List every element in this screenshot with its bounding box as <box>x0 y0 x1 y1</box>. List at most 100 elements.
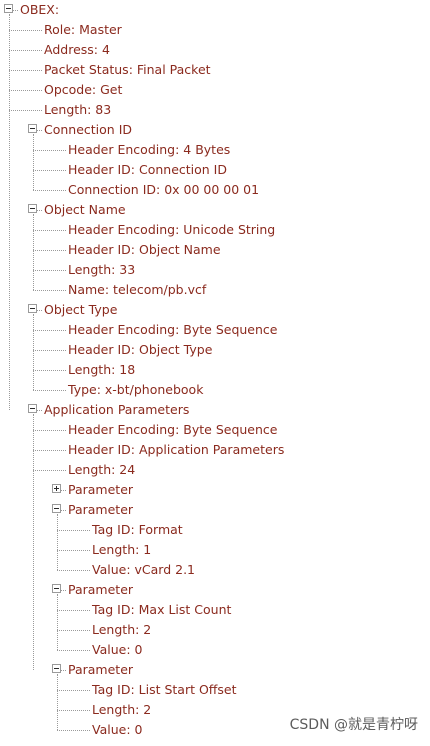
tree-connector <box>9 90 42 91</box>
tree-connector <box>13 10 18 11</box>
tree-node[interactable]: Header ID: Connection ID <box>0 160 430 180</box>
tree-node[interactable]: Parameter <box>0 580 430 600</box>
tree-node[interactable]: Opcode: Get <box>0 80 430 100</box>
tree-node[interactable]: Role: Master <box>0 20 430 40</box>
tree-node[interactable]: Value: 0 <box>0 720 430 740</box>
tree-node[interactable]: Header Encoding: Byte Sequence <box>0 420 430 440</box>
tree-node-label: Length: 18 <box>68 362 136 377</box>
tree-node-label: Parameter <box>68 582 134 597</box>
tree-connector <box>33 330 66 331</box>
collapse-icon[interactable] <box>4 4 13 13</box>
tree-connector <box>57 690 90 691</box>
collapse-icon[interactable] <box>28 124 37 133</box>
tree-node[interactable]: Parameter <box>0 500 430 520</box>
tree-connector <box>33 290 66 291</box>
tree-node[interactable]: Length: 33 <box>0 260 430 280</box>
tree-connector <box>57 550 90 551</box>
tree-node-label: Header Encoding: Byte Sequence <box>68 322 278 337</box>
tree-node[interactable]: Connection ID: 0x 00 00 00 01 <box>0 180 430 200</box>
tree-node-label: Connection ID: 0x 00 00 00 01 <box>68 182 260 197</box>
tree-connector <box>9 30 42 31</box>
expand-icon[interactable] <box>52 484 61 493</box>
tree-connector <box>33 390 66 391</box>
tree-node[interactable]: Header ID: Object Name <box>0 240 430 260</box>
tree-node-label: OBEX: <box>20 2 60 17</box>
tree-node[interactable]: Value: 0 <box>0 640 430 660</box>
tree-node-label: Header ID: Application Parameters <box>68 442 285 457</box>
tree-node[interactable]: Tag ID: List Start Offset <box>0 680 430 700</box>
tree-node[interactable]: Length: 2 <box>0 620 430 640</box>
tree-connector <box>33 430 66 431</box>
tree-node[interactable]: Length: 1 <box>0 540 430 560</box>
tree-node[interactable]: Header ID: Object Type <box>0 340 430 360</box>
watermark-text: CSDN @就是青柠呀 <box>289 717 418 733</box>
tree-node-label: Header Encoding: 4 Bytes <box>68 142 231 157</box>
tree-node[interactable]: OBEX: <box>0 0 430 20</box>
tree-node[interactable]: Tag ID: Max List Count <box>0 600 430 620</box>
tree-branch-line <box>33 414 34 670</box>
collapse-icon[interactable] <box>52 504 61 513</box>
tree-node[interactable]: Header Encoding: Byte Sequence <box>0 320 430 340</box>
collapse-icon[interactable] <box>52 664 61 673</box>
tree-node[interactable]: Object Type <box>0 300 430 320</box>
tree-node-label: Object Name <box>44 202 126 217</box>
tree-node-label: Opcode: Get <box>44 82 123 97</box>
tree-node-label: Header ID: Object Name <box>68 242 221 257</box>
tree-connector <box>57 630 90 631</box>
tree-node-label: Type: x-bt/phonebook <box>68 382 204 397</box>
collapse-icon[interactable] <box>28 204 37 213</box>
tree-node[interactable]: Address: 4 <box>0 40 430 60</box>
tree-connector <box>33 370 66 371</box>
tree-node[interactable]: Packet Status: Final Packet <box>0 60 430 80</box>
tree-node-label: Tag ID: List Start Offset <box>92 682 237 697</box>
tree-node-label: Value: vCard 2.1 <box>92 562 196 577</box>
tree-connector <box>33 250 66 251</box>
tree-connector <box>9 110 42 111</box>
tree-node[interactable]: Connection ID <box>0 120 430 140</box>
tree-branch-line <box>9 14 10 410</box>
tree-connector <box>33 190 66 191</box>
tree-connector <box>61 590 66 591</box>
tree-node[interactable]: Type: x-bt/phonebook <box>0 380 430 400</box>
tree-branch-line <box>57 674 58 730</box>
tree-connector <box>9 50 42 51</box>
tree-branch-line <box>33 214 34 290</box>
tree-branch-line <box>57 594 58 650</box>
tree-connector <box>33 230 66 231</box>
tree-node[interactable]: Object Name <box>0 200 430 220</box>
tree-node[interactable]: Length: 24 <box>0 460 430 480</box>
tree-node[interactable]: Length: 18 <box>0 360 430 380</box>
tree-node[interactable]: Header ID: Application Parameters <box>0 440 430 460</box>
tree-node-label: Packet Status: Final Packet <box>44 62 211 77</box>
tree-node[interactable]: Header Encoding: Unicode String <box>0 220 430 240</box>
tree-connector <box>57 610 90 611</box>
tree-node[interactable]: Header Encoding: 4 Bytes <box>0 140 430 160</box>
collapse-icon[interactable] <box>28 404 37 413</box>
tree-node-label: Header ID: Connection ID <box>68 162 227 177</box>
tree-node-label: Header ID: Object Type <box>68 342 213 357</box>
tree-connector <box>33 350 66 351</box>
collapse-icon[interactable] <box>52 584 61 593</box>
tree-connector <box>33 470 66 471</box>
tree-node[interactable]: Tag ID: Format <box>0 520 430 540</box>
tree-connector <box>33 150 66 151</box>
tree-node[interactable]: Length: 2 <box>0 700 430 720</box>
tree-connector <box>33 170 66 171</box>
tree-node-label: Length: 24 <box>68 462 136 477</box>
tree-node[interactable]: Application Parameters <box>0 400 430 420</box>
tree-connector <box>33 270 66 271</box>
tree-node[interactable]: Parameter <box>0 480 430 500</box>
tree-connector <box>37 130 42 131</box>
tree-node-label: Application Parameters <box>44 402 190 417</box>
collapse-icon[interactable] <box>28 304 37 313</box>
tree-connector <box>37 410 42 411</box>
tree-node-label: Header Encoding: Unicode String <box>68 222 276 237</box>
tree-node-label: Parameter <box>68 502 134 517</box>
tree-node[interactable]: Value: vCard 2.1 <box>0 560 430 580</box>
tree-node-label: Address: 4 <box>44 42 110 57</box>
tree-node[interactable]: Length: 83 <box>0 100 430 120</box>
tree-node[interactable]: Name: telecom/pb.vcf <box>0 280 430 300</box>
tree-connector <box>57 710 90 711</box>
tree-node-label: Name: telecom/pb.vcf <box>68 282 207 297</box>
tree-node[interactable]: Parameter <box>0 660 430 680</box>
